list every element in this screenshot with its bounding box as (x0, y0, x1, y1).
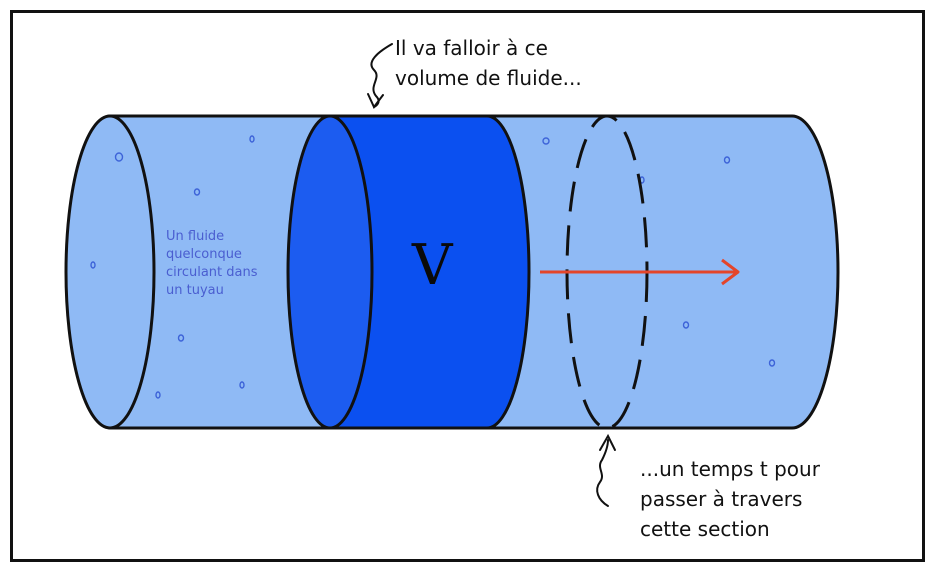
flow-arrow-head (721, 258, 740, 286)
volume-label: V (412, 233, 453, 298)
pipe-left-opening (64, 114, 156, 430)
top-pointer (367, 43, 393, 109)
volume-left-face (286, 114, 374, 430)
top-annotation-line: volume de fluide... (395, 66, 582, 90)
bubble (682, 321, 690, 329)
flow-arrow (540, 258, 740, 286)
bubble (239, 381, 245, 389)
bottom-pointer (596, 433, 616, 507)
bottom-annotation-line: cette section (640, 517, 770, 541)
top-pointer-line (370, 43, 393, 108)
bottom-annotation-line: passer à travers (640, 487, 803, 511)
bubble (542, 137, 550, 145)
bubble (90, 261, 96, 269)
bubble (177, 334, 185, 342)
top-annotation: Il va falloir à ce volume de fluide... (395, 33, 655, 93)
volume-body (328, 114, 531, 430)
bottom-pointer-head (599, 433, 616, 451)
bubble (723, 156, 731, 164)
fluid-caption-line: circulant dans (166, 265, 258, 280)
bubble (114, 152, 124, 162)
fluid-volume (286, 114, 531, 430)
bubble (155, 391, 161, 399)
bubble (193, 188, 201, 196)
bottom-pointer-line (596, 439, 609, 507)
bottom-annotation: ...un temps t pour passer à travers cett… (640, 454, 880, 544)
bubble (249, 135, 255, 143)
top-pointer-head (367, 93, 384, 109)
bottom-annotation-line: ...un temps t pour (640, 457, 820, 481)
panel-border (10, 10, 925, 562)
fluid-caption-line: Un fluide (166, 229, 225, 244)
fluid-caption-line: un tuyau (166, 283, 224, 298)
fluid-caption: Un fluide quelconque circulant dans un t… (166, 228, 296, 300)
fluid-caption-line: quelconque (166, 247, 242, 262)
bubble (768, 359, 776, 367)
top-annotation-line: Il va falloir à ce (395, 36, 548, 60)
